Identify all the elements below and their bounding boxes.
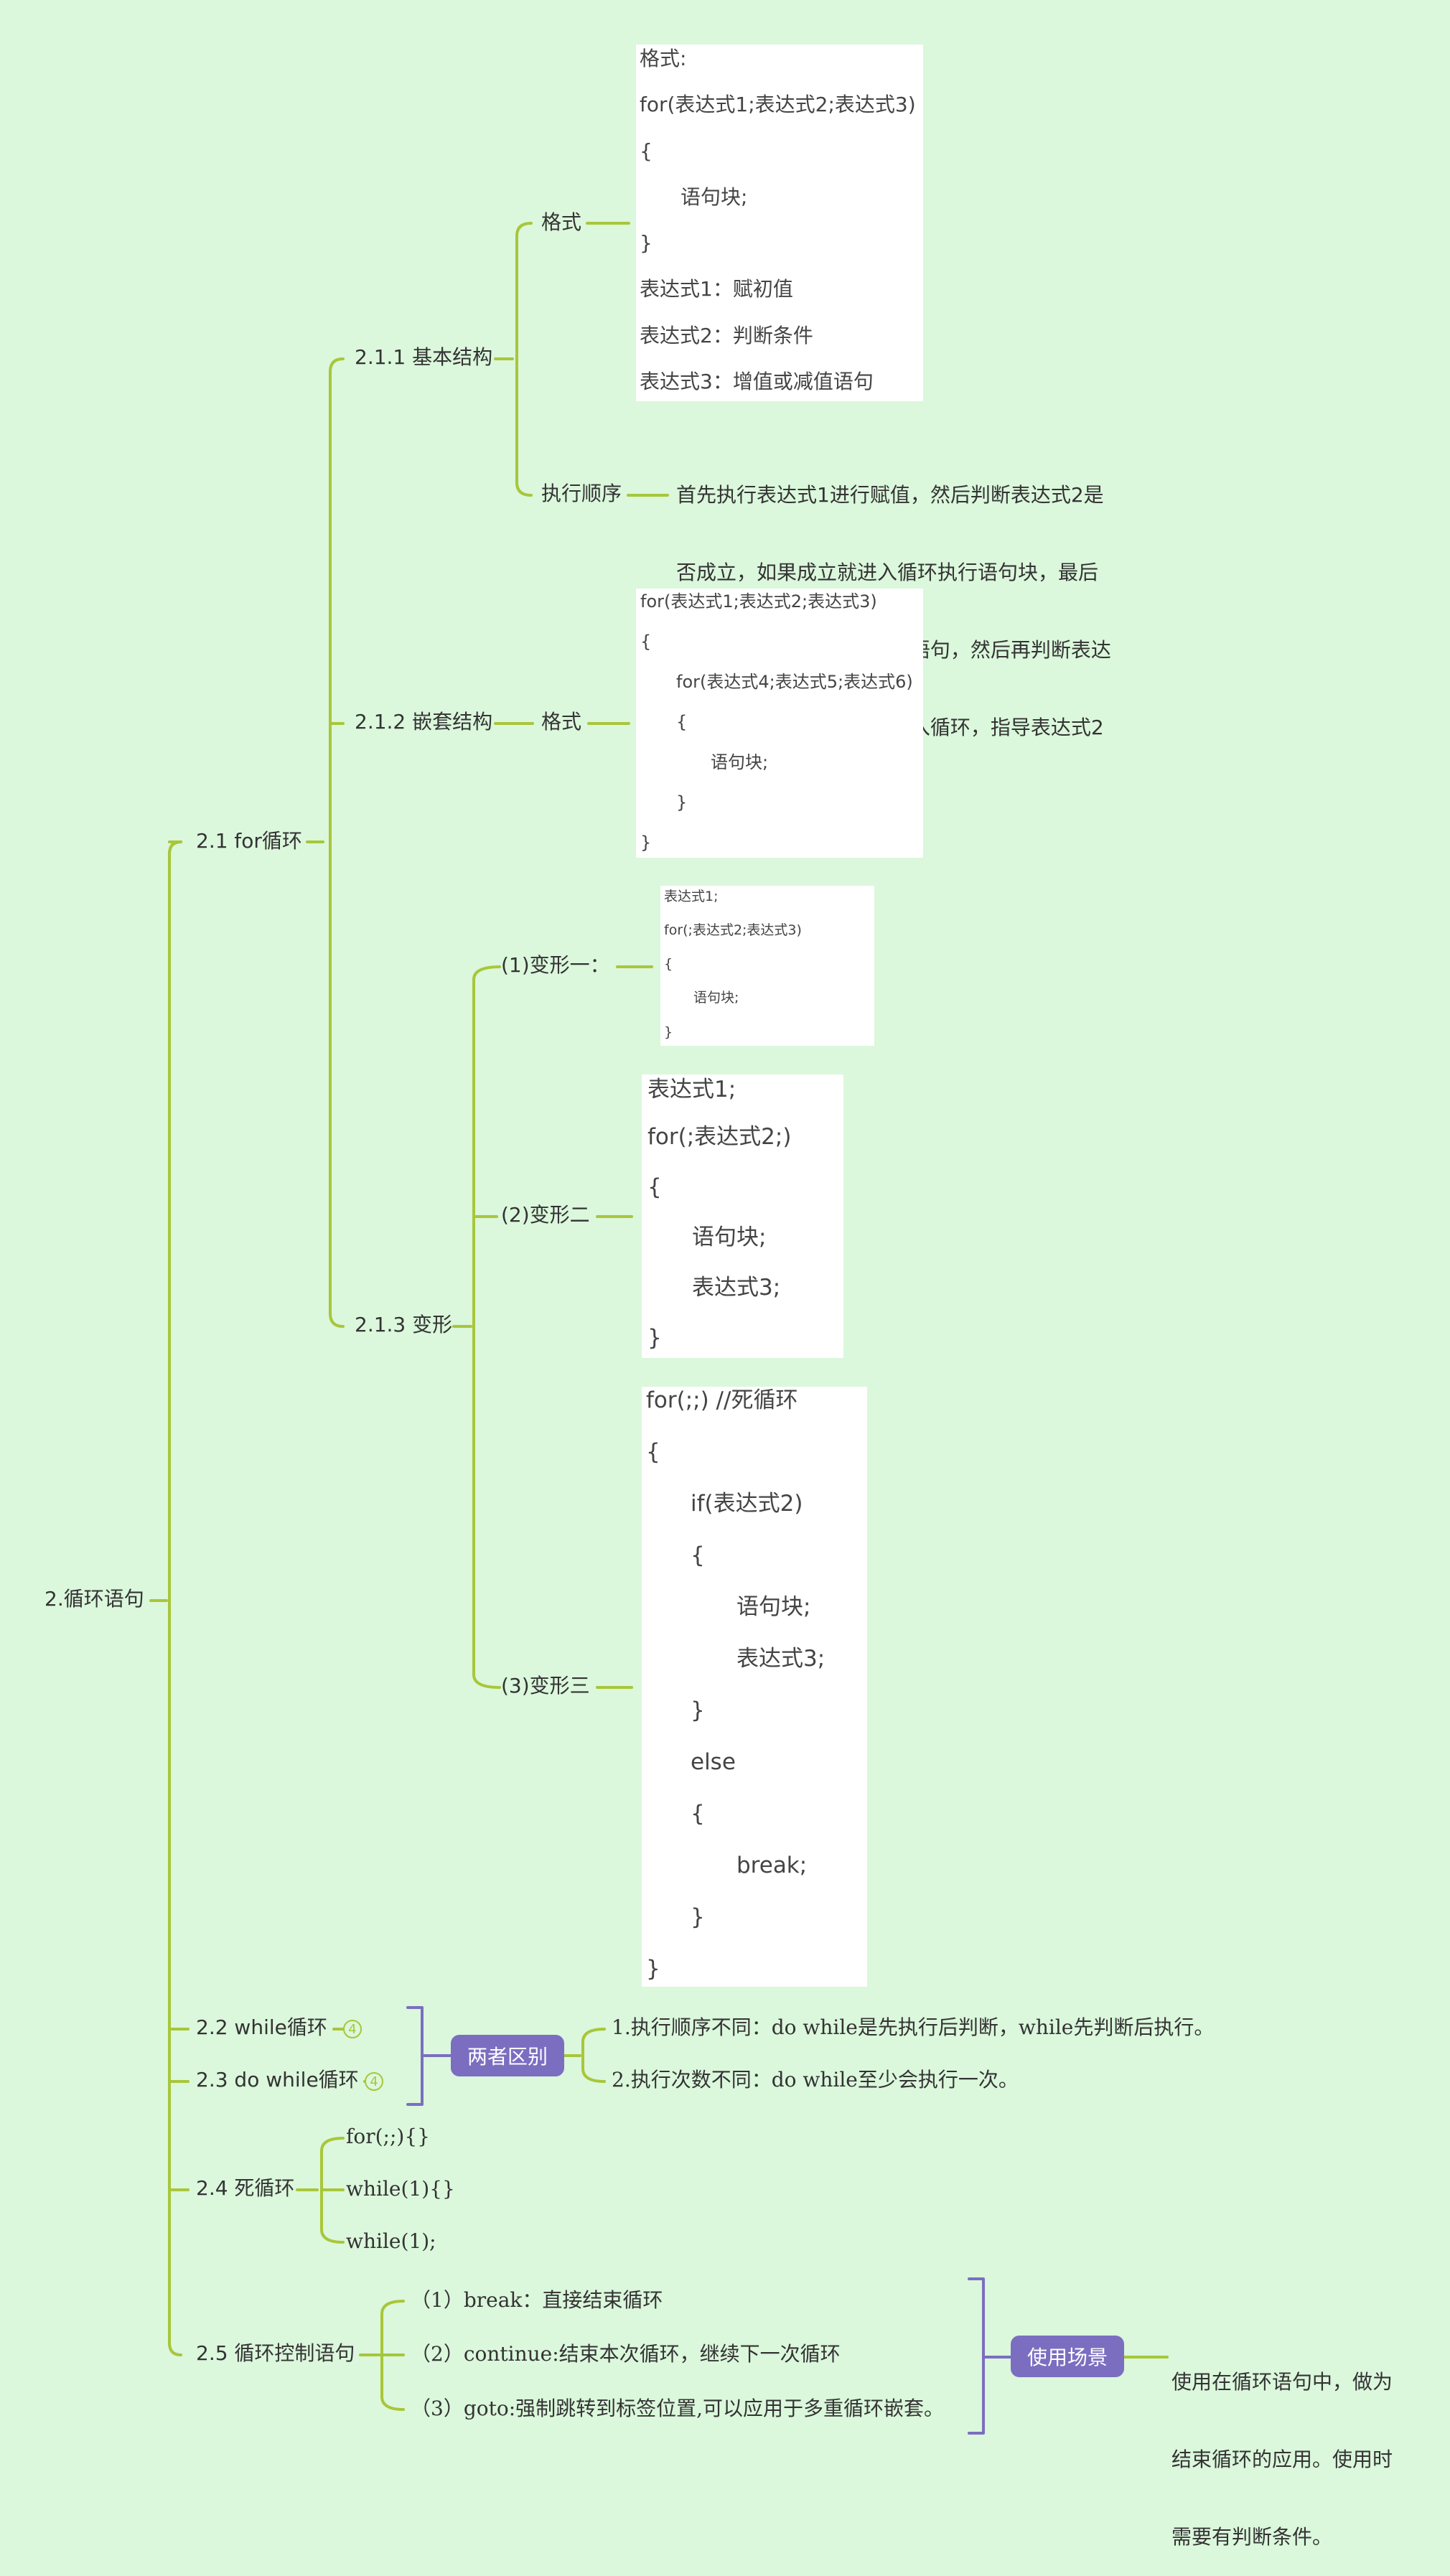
variant-two-code-box: 表达式1; for(;表达式2;) { 语句块; 表达式3; } [642, 1074, 843, 1358]
root-node[interactable]: 2.循环语句 [45, 1587, 144, 1611]
basic-format-code-box: 格式: for(表达式1;表达式2;表达式3) { 语句块; } 表达式1：赋初… [636, 45, 923, 401]
code-line: { [691, 1542, 705, 1568]
variant-two-node[interactable]: (2)变形二 [501, 1203, 590, 1227]
code-line: 语句块; [692, 1224, 767, 1250]
while-collapsed-badge[interactable]: 4 [343, 2020, 362, 2038]
code-line: for(表达式1;表达式2;表达式3) [640, 93, 916, 116]
code-line: for(;表达式2;) [647, 1124, 792, 1150]
loop-control-node[interactable]: 2.5 循环控制语句 [196, 2341, 355, 2365]
basic-format-node[interactable]: 格式 [541, 210, 582, 234]
code-line: { [691, 1801, 705, 1827]
code-line: } [691, 1904, 705, 1930]
control-item[interactable]: （1）break：直接结束循环 [411, 2288, 663, 2312]
code-line: 表达式3; [736, 1646, 825, 1672]
code-line: 语句块; [736, 1594, 811, 1620]
difference-item[interactable]: 2.执行次数不同：do while至少会执行一次。 [612, 2068, 1019, 2092]
variants-node[interactable]: 2.1.3 变形 [355, 1313, 453, 1336]
do-while-collapsed-badge[interactable]: 4 [365, 2072, 383, 2091]
code-line: else [691, 1749, 736, 1775]
code-line: 表达式1：赋初值 [640, 277, 793, 301]
code-line: { [676, 712, 688, 732]
code-line: 语句块; [680, 185, 748, 209]
variant-one-node[interactable]: (1)变形一： [501, 953, 610, 977]
code-line: { [664, 956, 673, 972]
execution-order-node[interactable]: 执行顺序 [541, 482, 622, 505]
code-line: 表达式3; [692, 1275, 781, 1301]
order-line: 否成立，如果成立就进入循环执行语句块，最后 [676, 561, 1099, 584]
scene-line: 使用在循环语句中，做为 [1171, 2370, 1393, 2394]
usage-scene-pill[interactable]: 使用场景 [1011, 2336, 1124, 2377]
code-line: for(表达式4;表达式5;表达式6) [676, 672, 913, 692]
code-line: 表达式1; [664, 889, 719, 904]
code-line: } [691, 1697, 705, 1723]
scene-line: 结束循环的应用。使用时 [1171, 2448, 1393, 2471]
code-line: } [646, 1956, 660, 1982]
nested-format-node[interactable]: 格式 [541, 710, 582, 734]
code-line: for(表达式1;表达式2;表达式3) [640, 591, 877, 612]
order-line: 首先执行表达式1进行赋值，然后判断表达式2是 [676, 483, 1104, 507]
variant-one-code-box: 表达式1; for(;表达式2;表达式3) { 语句块; } [660, 886, 874, 1046]
code-line: { [646, 1439, 660, 1465]
variant-three-code-box: for(;;) //死循环 { if(表达式2) { 语句块; 表达式3; } … [642, 1387, 867, 1987]
control-item[interactable]: （2）continue:结束本次循环，继续下一次循环 [411, 2342, 841, 2366]
code-line: } [676, 792, 688, 812]
code-line: 表达式2：判断条件 [640, 324, 813, 347]
code-line: } [640, 833, 652, 853]
do-while-loop-node[interactable]: 2.3 do while循环 [196, 2068, 359, 2092]
scene-line: 需要有判断条件。 [1171, 2525, 1333, 2549]
code-line: break; [736, 1853, 808, 1878]
code-line: 语句块; [693, 990, 739, 1006]
code-line: } [647, 1325, 662, 1351]
code-line: 语句块; [711, 752, 769, 772]
code-line: } [640, 231, 652, 255]
control-item[interactable]: （3）goto:强制跳转到标签位置,可以应用于多重循环嵌套。 [411, 2397, 945, 2420]
usage-scene-text: 使用在循环语句中，做为 结束循环的应用。使用时 需要有判断条件。 [1171, 2318, 1393, 2576]
nested-structure-node[interactable]: 2.1.2 嵌套结构 [355, 710, 493, 734]
dead-loop-item[interactable]: while(1){} [346, 2177, 455, 2201]
code-line: 格式: [640, 47, 687, 70]
code-line: 表达式1; [647, 1077, 736, 1102]
dead-loop-node[interactable]: 2.4 死循环 [196, 2176, 295, 2200]
variant-three-node[interactable]: (3)变形三 [501, 1674, 590, 1697]
code-line: if(表达式2) [691, 1491, 803, 1517]
code-line: } [664, 1024, 673, 1040]
code-line: { [640, 632, 652, 652]
code-line: for(;表达式2;表达式3) [664, 922, 802, 938]
code-line: { [640, 139, 652, 163]
code-line: { [647, 1174, 662, 1200]
mindmap-connectors [149, 222, 1169, 2435]
difference-item[interactable]: 1.执行顺序不同：do while是先执行后判断，while先判断后执行。 [612, 2015, 1215, 2039]
for-loop-node[interactable]: 2.1 for循环 [196, 829, 302, 853]
basic-structure-node[interactable]: 2.1.1 基本结构 [355, 345, 493, 369]
dead-loop-item[interactable]: for(;;){} [346, 2125, 430, 2148]
code-line: for(;;) //死循环 [646, 1387, 798, 1413]
nested-format-code-box: for(表达式1;表达式2;表达式3) { for(表达式4;表达式5;表达式6… [636, 589, 923, 858]
code-line: 表达式3：增值或减值语句 [640, 370, 874, 393]
difference-pill[interactable]: 两者区别 [451, 2035, 564, 2076]
while-loop-node[interactable]: 2.2 while循环 [196, 2015, 327, 2039]
dead-loop-item[interactable]: while(1); [346, 2229, 436, 2253]
